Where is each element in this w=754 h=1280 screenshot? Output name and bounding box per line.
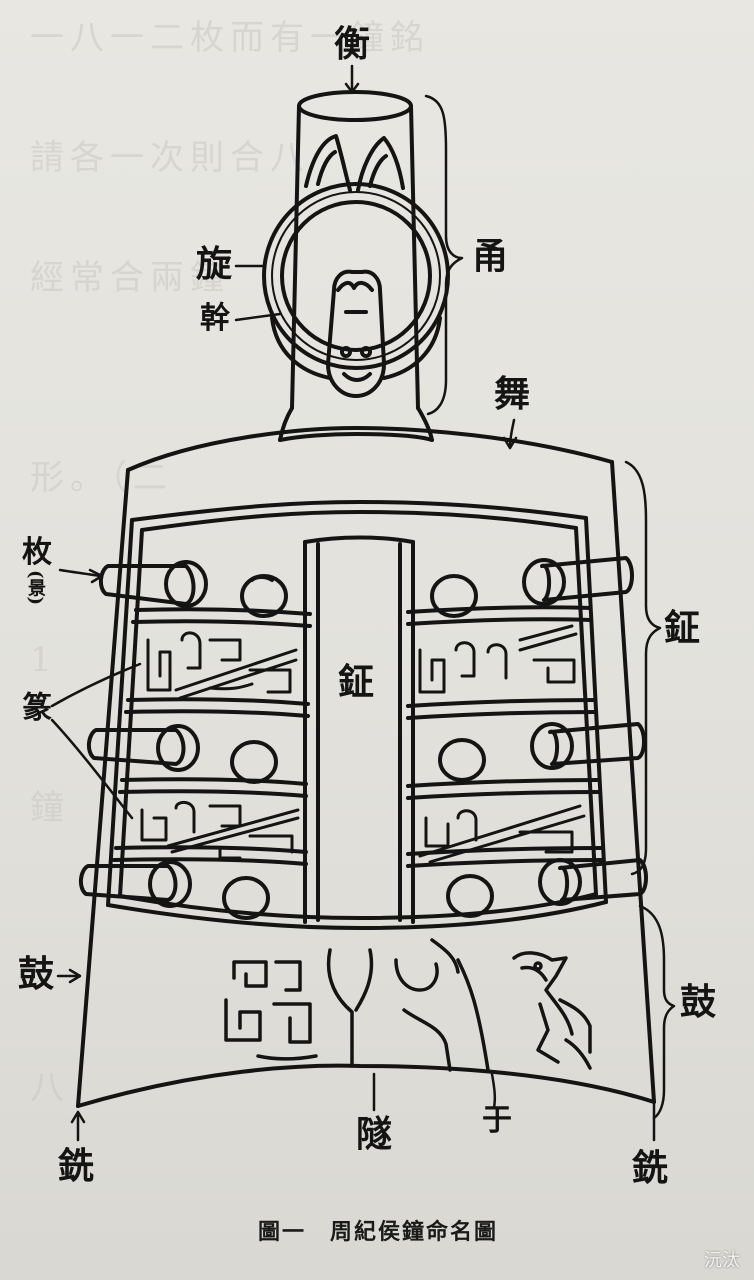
- left-rows: [112, 607, 312, 866]
- gu-decoration: [224, 938, 592, 1072]
- label-mei: 枚: [22, 535, 52, 570]
- zhuan-pattern-left: [140, 631, 300, 860]
- right-rows: [406, 605, 604, 868]
- label-yu: 于: [482, 1103, 512, 1138]
- label-heng: 衡: [334, 23, 371, 65]
- label-gan: 幹: [200, 301, 230, 336]
- label-sui: 隧: [356, 1113, 393, 1155]
- top-wu: [126, 406, 614, 472]
- bell-body: [76, 460, 656, 1108]
- label-zheng-side: 鉦: [664, 607, 701, 649]
- loop-gan: [270, 269, 442, 398]
- label-wu: 舞: [494, 373, 531, 415]
- label-xuan: 旋: [196, 243, 233, 285]
- figure-caption: 圖一 周紀侯鐘命名圖: [257, 1219, 498, 1245]
- label-zheng-center: 鉦: [338, 661, 375, 703]
- background-text-row: 1: [30, 640, 58, 680]
- label-yong: 甬: [472, 235, 509, 277]
- background-text-row: 請各一次則合八: [30, 138, 310, 178]
- label-xian-right: 銑: [632, 1147, 669, 1189]
- ring-xuan: [262, 182, 450, 370]
- watermark: 沅汰: [704, 1250, 740, 1271]
- leader-lines: [50, 64, 676, 1142]
- bosses-right: [430, 556, 648, 918]
- label-mei-note: (景): [25, 570, 46, 606]
- zhuan-pattern-right: [418, 624, 586, 864]
- label-xian-left: 銑: [58, 1145, 95, 1187]
- background-text-row: 一八一二枚而有一鐘銘: [30, 18, 430, 58]
- label-gu-left: 鼓: [18, 953, 55, 995]
- bosses-left: [79, 560, 288, 920]
- zheng-panel: [106, 500, 608, 930]
- label-gu-right: 鼓: [680, 981, 717, 1023]
- label-zhuan: 篆: [22, 691, 52, 726]
- background-text-row: 鐘: [30, 788, 70, 828]
- background-text-row: 經常合兩鐘: [30, 258, 230, 298]
- background-text-row: 八: [30, 1068, 70, 1108]
